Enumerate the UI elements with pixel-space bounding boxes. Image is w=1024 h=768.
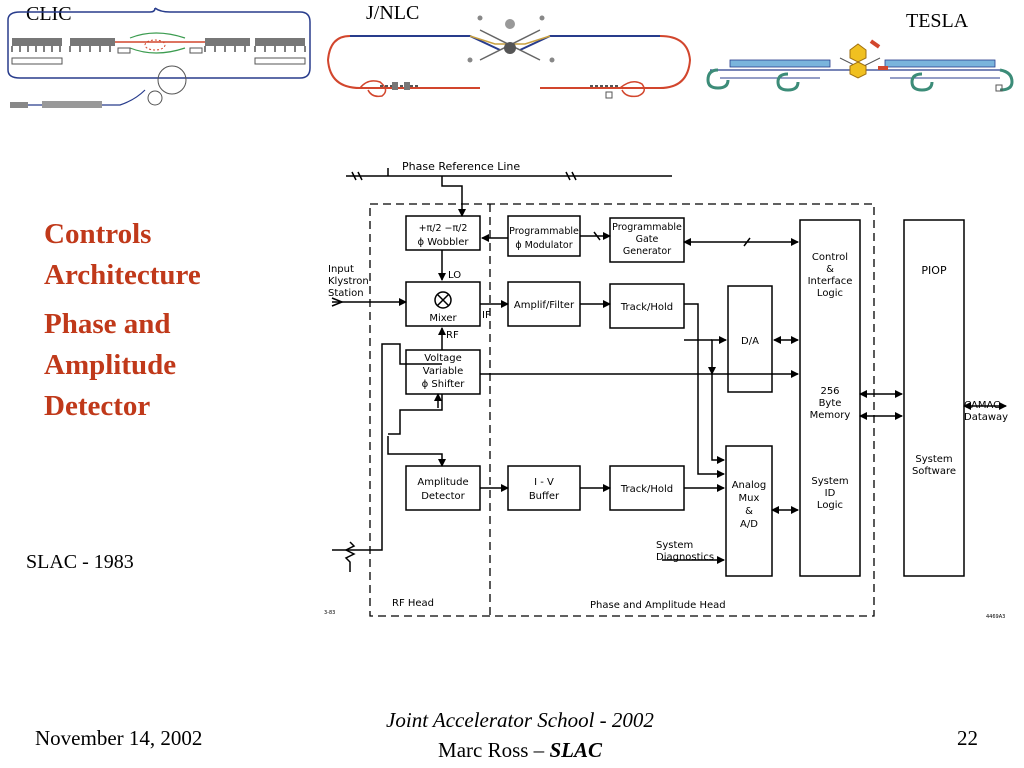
if-label: IF (482, 310, 491, 321)
phase-amplitude-head-label: Phase and Amplitude Head (590, 600, 726, 611)
clic-label: CLIC (26, 3, 72, 25)
phase-modulator-line1: Programmable (509, 226, 579, 237)
amplitude-detector-line2: Detector (421, 491, 465, 502)
controls-block-diagram: Phase Reference Line Input Klystron Stat… (324, 160, 1008, 620)
control-logic-line1: Control (812, 252, 848, 263)
system-id-line1: System (811, 476, 848, 487)
phase-modulator-line2: ϕ Modulator (515, 240, 572, 251)
memory-line3: Memory (810, 410, 851, 421)
system-diagnostics-line1: System (656, 540, 693, 551)
clic-layout-graphic (7, 7, 311, 108)
title-line-amplitude: Amplitude (44, 349, 177, 381)
mixer-symbol (434, 291, 452, 309)
amplitude-detector-line1: Amplitude (417, 477, 468, 488)
system-id-line3: Logic (817, 500, 843, 511)
control-logic-line4: Logic (817, 288, 843, 299)
jnlc-layout-graphic (326, 15, 692, 99)
tesla-label: TESLA (906, 10, 969, 32)
drawing-code-left: 3-83 (324, 610, 335, 616)
adc-block-line4: A/D (740, 519, 758, 530)
slac-year-caption: SLAC - 1983 (26, 551, 134, 573)
control-logic-line3: Interface (808, 276, 853, 287)
slide-title: Controls Architecture Phase and Amplitud… (44, 214, 201, 427)
gate-generator-line3: Generator (623, 246, 671, 257)
adc-block-line2: Mux (739, 493, 760, 504)
memory-line1: 256 (820, 386, 839, 397)
system-software-line1: System (915, 454, 952, 465)
footer-author-line: Marc Ross – SLAC (330, 735, 710, 765)
wobbler-block-line2: ϕ Wobbler (418, 237, 470, 248)
drawing-code-right: 4469A3 (986, 614, 1005, 620)
jnlc-label: J/NLC (366, 2, 420, 24)
input-label-3: Station (328, 288, 364, 299)
tesla-layout-graphic (706, 39, 1014, 92)
system-diagnostics-line2: Diagnostics (656, 552, 714, 563)
system-id-line2: ID (825, 488, 836, 499)
footer-center: Joint Accelerator School - 2002 Marc Ros… (330, 705, 710, 765)
memory-line2: Byte (819, 398, 842, 409)
title-line-controls: Controls (44, 218, 152, 250)
footer-date: November 14, 2002 (35, 726, 203, 750)
vvps-block-line3: ϕ Shifter (422, 379, 466, 390)
system-software-line2: Software (912, 466, 956, 477)
footer-author: Marc Ross – (438, 738, 545, 762)
track-hold-block-2: Track/Hold (620, 484, 673, 495)
lo-label: LO (448, 270, 461, 281)
rf-head-label: RF Head (392, 598, 434, 609)
da-block: D/A (741, 336, 759, 347)
input-label-1: Input (328, 264, 354, 275)
title-line-architecture: Architecture (44, 259, 201, 291)
amplif-filter-block: Amplif/Filter (514, 300, 575, 311)
footer-org: SLAC (549, 738, 602, 762)
mixer-block: Mixer (429, 313, 457, 324)
camac-label-line1: CAMAC (964, 400, 1000, 411)
camac-label-line2: Dataway (964, 412, 1008, 423)
iv-buffer-line2: Buffer (529, 491, 560, 502)
track-hold-block-1: Track/Hold (620, 302, 673, 313)
page-number: 22 (957, 726, 978, 750)
wobbler-block-line1: +π/2 −π/2 (419, 223, 468, 234)
control-logic-line2: & (826, 264, 834, 275)
gate-generator-line1: Programmable (612, 222, 682, 233)
adc-block-line3: & (745, 506, 753, 517)
input-label-2: Klystron (328, 276, 369, 287)
rf-label: RF (446, 330, 459, 341)
iv-buffer-line1: I - V (534, 477, 554, 488)
phase-reference-line-label: Phase Reference Line (402, 160, 520, 173)
vvps-block-line2: Variable (423, 366, 464, 377)
title-line-phase-and: Phase and (44, 308, 171, 340)
piop-label: PIOP (921, 264, 947, 277)
title-line-detector: Detector (44, 390, 151, 422)
gate-generator-line2: Gate (636, 234, 659, 245)
vvps-block-line1: Voltage (424, 353, 462, 364)
adc-block-line1: Analog (732, 480, 767, 491)
footer-school: Joint Accelerator School - 2002 (386, 708, 654, 732)
